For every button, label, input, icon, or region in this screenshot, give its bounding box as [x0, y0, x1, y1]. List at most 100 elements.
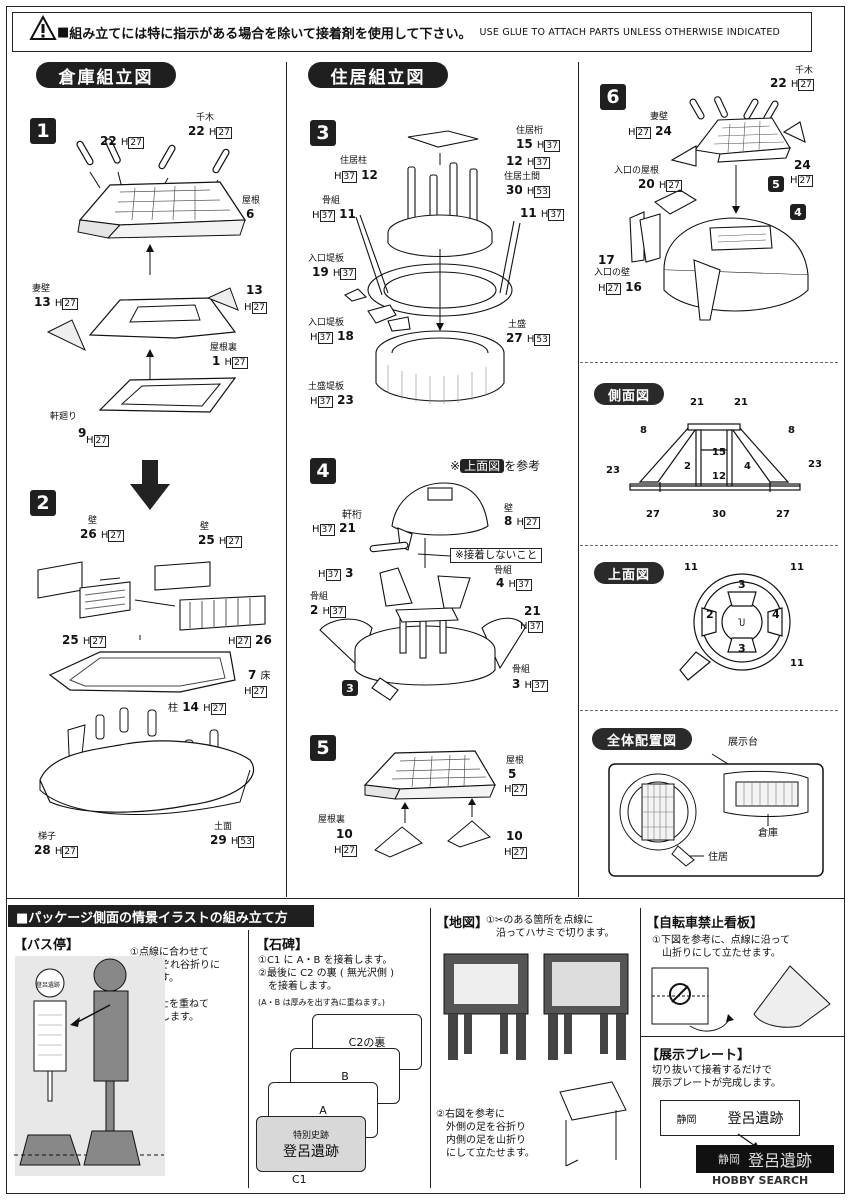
s6-h-c: 27 [797, 175, 813, 187]
s2-part-e: 7 床 [248, 668, 271, 684]
step-badge-6: 6 [600, 84, 626, 110]
s3-num-d: 30 [506, 183, 523, 197]
stone-card-c1: 特別史跡 登呂遺跡 [256, 1116, 366, 1172]
title-side-view: 側面図 [594, 383, 664, 405]
sv-l-3: 8 [788, 425, 795, 436]
s1-part-e: 13 [246, 283, 263, 297]
s6-h-a: 27 [798, 79, 814, 91]
s2-h-h: 53 [238, 836, 254, 848]
s1-num-f: 1 [212, 354, 221, 368]
s3-jp-h: 入口堤板 [308, 318, 345, 328]
s4-num-b: 8 [504, 514, 513, 528]
sv-l-0: 21 [690, 397, 704, 408]
s1-jp-c: 屋根 [242, 196, 261, 206]
step6-illustration [629, 96, 809, 321]
plate-dark-left: 静岡 [717, 1153, 740, 1166]
layout-stand-label: 展示台 [728, 737, 758, 748]
s2-jp-e: 床 [260, 671, 271, 682]
s4-num-e: 2 [310, 603, 319, 617]
s1-h-a: 27 [128, 137, 144, 149]
s3-jp-b: 住居柱 [340, 156, 368, 166]
s4-num-g: 3 [512, 677, 521, 691]
plate-sign-right: 登呂遺跡 [727, 1111, 784, 1127]
bottom-title: ■パッケージ側面の情景イラストの組み立て方 [8, 905, 314, 927]
s4-h-e: 37 [330, 606, 346, 618]
bus-stop-title: 【バス停】 [14, 938, 80, 953]
svg-text:Ⴎ: Ⴎ [738, 618, 745, 629]
s2-h-f: 27 [210, 703, 227, 715]
warning-jp: 組み立てには特に指示がある場合を除いて接着剤を使用して下さい。 [69, 26, 472, 42]
s3-num-h: 18 [337, 329, 354, 343]
s3-jp-a: 住居桁 [516, 126, 544, 136]
s1-h-g: 27 [93, 435, 109, 447]
s1-h-b: 27 [216, 127, 232, 139]
down-arrow-icon [130, 460, 170, 510]
s1-jp-f: 屋根裏 [210, 343, 238, 353]
s3-h-j: 37 [317, 396, 333, 408]
map-illustration [443, 953, 629, 1060]
s1-h-f: 27 [232, 357, 248, 369]
s6-num-d: 20 [638, 177, 655, 191]
s2-h-c: 27 [90, 636, 106, 648]
stone-text: ①C1 に A・B を接着します。 ②最後に C2 の裏 ( 無光沢側 ) を接… [258, 955, 395, 992]
sv-l-12: 27 [776, 509, 790, 520]
s4-h-b: 27 [524, 517, 540, 529]
s2-num-b: 25 [198, 533, 215, 547]
s2-jp-b: 壁 [200, 522, 210, 532]
map-text-1: ①✂のある箇所を点線に 沿ってハサミで切ります。 [486, 915, 615, 939]
s1-num-d: 13 [34, 295, 51, 309]
s4-ref-suffix: を参考 [504, 459, 541, 473]
s2-num-a: 26 [80, 527, 97, 541]
step5-illustration [363, 750, 497, 858]
s6-badge-5: 5 [768, 176, 784, 192]
divider-right [578, 62, 579, 897]
s2-num-h: 29 [210, 833, 227, 847]
s3-jp-d: 住居土間 [504, 172, 541, 182]
divider-b2 [430, 908, 431, 1188]
title-layout: 全体配置図 [592, 728, 692, 750]
sv-l-2: 8 [640, 425, 647, 436]
s4-ref-prefix: ※ [450, 459, 461, 473]
s1-part-g: 9 [78, 426, 87, 440]
s3-num-e: 11 [339, 207, 356, 221]
s6-num-a: 22 [770, 76, 787, 90]
s4-no-glue: ※接着しないこと [450, 548, 543, 563]
s5-part-c: 10 [506, 829, 523, 843]
s3-num-b: 12 [361, 168, 378, 182]
divider-bottom [6, 898, 845, 899]
divider-b4 [640, 1036, 844, 1037]
tv-l-1: 11 [790, 562, 804, 573]
s3-jp-j: 土盛堤板 [308, 382, 345, 392]
s3-num-a: 15 [516, 137, 533, 151]
s4-num-d: 4 [496, 576, 505, 590]
divider-top [580, 545, 838, 546]
s3-num-g: 19 [312, 265, 329, 279]
s1-num-b: 22 [188, 124, 205, 138]
sv-l-8: 12 [712, 471, 726, 482]
s1-jp-d: 妻壁 [32, 284, 51, 294]
stone-title: 【石碑】 [256, 938, 309, 953]
s1-jp-g: 軒廻り [50, 412, 78, 422]
sv-l-9: 23 [808, 459, 822, 470]
s3-h-g: 37 [340, 268, 356, 280]
plate-dark: 静岡 登呂遺跡 [696, 1145, 834, 1173]
s2-num-c: 25 [62, 633, 79, 647]
